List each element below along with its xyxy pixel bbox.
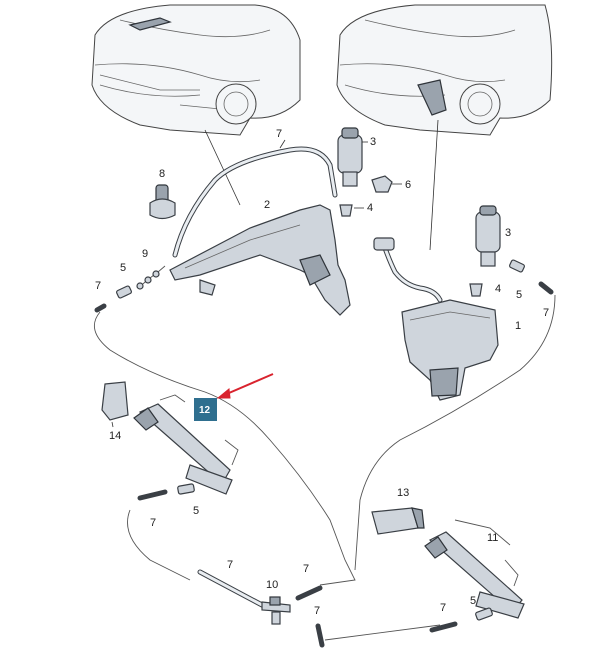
part-7-hose-lower-vertical — [315, 623, 325, 648]
part-8-clip — [149, 184, 176, 220]
callout-7-right-lower: 7 — [440, 602, 446, 614]
callout-13: 13 — [397, 487, 409, 499]
part-7-hose-t-right — [295, 585, 323, 601]
part-5-connector-left-lower — [177, 483, 195, 495]
left-headlight-washer-nozzle — [133, 394, 239, 495]
part-6-connector — [371, 175, 402, 193]
routing-hose-line — [93, 294, 556, 641]
part-4-grommet-upper — [339, 204, 364, 217]
part-13-cover-cap — [371, 507, 425, 535]
callout-7-left-lower: 7 — [150, 517, 156, 529]
part-14-cover — [101, 381, 129, 428]
callout-7-right-upper: 7 — [543, 307, 549, 319]
callout-8: 8 — [159, 168, 165, 180]
callout-4-right: 4 — [495, 283, 501, 295]
part-7-upper-hose — [172, 139, 338, 258]
part-5-connector-right-upper — [509, 259, 525, 273]
reservoir-filler-hose — [373, 237, 443, 303]
red-arrow-indicator — [216, 373, 274, 399]
car-illustration-left — [91, 4, 301, 136]
part-1-reservoir — [401, 299, 499, 401]
part-7-hose-left-lower — [137, 489, 168, 501]
callout-7-lower-vertical: 7 — [314, 605, 320, 617]
part-10-t-connector — [261, 596, 291, 625]
right-headlight-washer-nozzle — [424, 519, 525, 619]
callout-1: 1 — [515, 320, 521, 332]
callout-5-left-lower: 5 — [193, 505, 199, 517]
part-7-small-hose-right — [538, 281, 554, 295]
callout-3-upper: 3 — [370, 136, 376, 148]
callout-7-top: 7 — [276, 128, 282, 140]
callout-11: 11 — [487, 532, 498, 544]
callout-7-left-upper: 7 — [95, 280, 101, 292]
callout-5-right-lower: 5 — [470, 595, 476, 607]
callout-10: 10 — [266, 579, 278, 591]
part-7-small-hose-left — [94, 303, 107, 313]
callout-7-middle: 7 — [227, 559, 233, 571]
part-7-hose-middle-lower — [197, 569, 265, 608]
callout-4-upper: 4 — [367, 202, 373, 214]
part-2-filler-neck — [169, 204, 351, 316]
callout-12-highlight: 12 — [194, 398, 217, 421]
callout-5-left-upper: 5 — [120, 262, 126, 274]
part-3-pump-right — [475, 205, 501, 267]
callout-6: 6 — [405, 179, 411, 191]
callout-12-label: 12 — [199, 405, 211, 416]
car-illustration-right — [336, 4, 553, 136]
callout-7-t-right: 7 — [303, 563, 309, 575]
part-9-clip-chain — [136, 265, 166, 290]
callout-2: 2 — [264, 199, 270, 211]
part-4-grommet-right — [469, 283, 483, 297]
part-5-connector-left-upper — [116, 285, 132, 299]
callout-14: 14 — [109, 430, 121, 442]
part-3-pump-upper — [337, 127, 368, 187]
part-5-connector-right-lower — [475, 607, 493, 621]
callout-5-right-upper: 5 — [516, 289, 522, 301]
callout-3-right: 3 — [505, 227, 511, 239]
callout-9: 9 — [142, 248, 148, 260]
part-7-hose-right-lower — [429, 621, 458, 633]
